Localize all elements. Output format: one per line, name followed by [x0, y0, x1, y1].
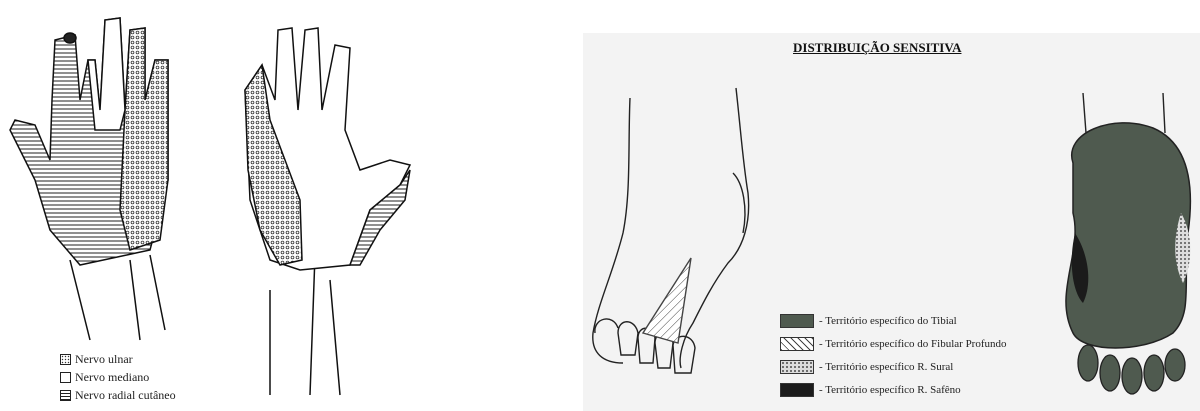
legend-item-ulnar: Nervo ulnar: [60, 350, 176, 368]
figure-title: DISTRIBUIÇÃO SENSITIVA: [793, 40, 961, 56]
legend-label: - Território específico R. Safêno: [819, 384, 961, 396]
legend-item-fibular: - Território específico do Fibular Profu…: [780, 332, 1007, 355]
hand-legend: Nervo ulnar Nervo mediano Nervo radial c…: [60, 350, 176, 404]
legend-item-tibial: - Território específico do Tibial: [780, 309, 1007, 332]
legend-label: - Território específico do Fibular Profu…: [819, 338, 1007, 350]
right-hand-back: [245, 28, 410, 395]
dotted-swatch-icon: [780, 360, 814, 374]
legend-item-safeno: - Território específico R. Safêno: [780, 378, 1007, 401]
hatched-swatch-icon: [780, 337, 814, 351]
foot-legend: - Território específico do Tibial - Terr…: [780, 309, 1007, 401]
legend-label: Nervo mediano: [75, 368, 149, 386]
striped-swatch-icon: [60, 390, 71, 401]
legend-label: - Território específico do Tibial: [819, 315, 957, 327]
safeno-swatch-icon: [780, 383, 814, 397]
legend-item-radial: Nervo radial cutâneo: [60, 386, 176, 404]
legend-label: - Território específico R. Sural: [819, 361, 953, 373]
legend-item-mediano: Nervo mediano: [60, 368, 176, 386]
foot-dorsal: [593, 88, 749, 373]
legend-label: Nervo radial cutâneo: [75, 386, 176, 404]
legend-label: Nervo ulnar: [75, 350, 133, 368]
legend-item-sural: - Território específico R. Sural: [780, 355, 1007, 378]
empty-swatch-icon: [60, 372, 71, 383]
tibial-swatch-icon: [780, 314, 814, 328]
foot-diagram-panel: DISTRIBUIÇÃO SENSITIVA: [583, 33, 1200, 411]
left-hand-palm: [10, 18, 168, 340]
foot-plantar: [1066, 93, 1190, 394]
dotted-swatch-icon: [60, 354, 71, 365]
hand-diagram-panel: Nervo ulnar Nervo mediano Nervo radial c…: [0, 0, 560, 411]
